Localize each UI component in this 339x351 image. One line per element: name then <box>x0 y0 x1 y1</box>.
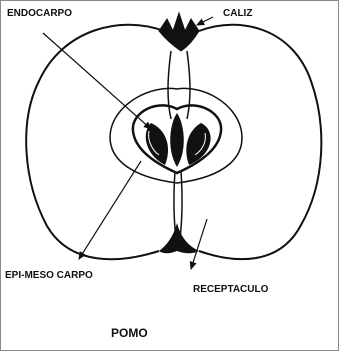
seed-right <box>186 123 210 165</box>
arrow-receptaculo <box>191 219 207 269</box>
seed-center <box>170 113 184 167</box>
label-caliz: CALIZ <box>223 9 252 19</box>
label-endocarpo: ENDOCARPO <box>7 9 72 19</box>
receptacle-base <box>159 223 199 253</box>
label-receptaculo: RECEPTACULO <box>193 285 268 295</box>
central-tube-right <box>187 51 190 119</box>
arrow-epi-meso-carpo <box>79 161 141 259</box>
label-epi-meso-carpo: EPI-MESO CARPO <box>5 271 93 281</box>
fruit-outline-left <box>26 25 164 259</box>
central-tube-left <box>168 51 171 119</box>
seed-left <box>146 123 168 165</box>
arrow-caliz <box>197 17 213 25</box>
label-pomo: POMO <box>111 327 148 339</box>
arrow-endocarpo <box>43 33 151 129</box>
calyx-shape <box>159 13 199 51</box>
